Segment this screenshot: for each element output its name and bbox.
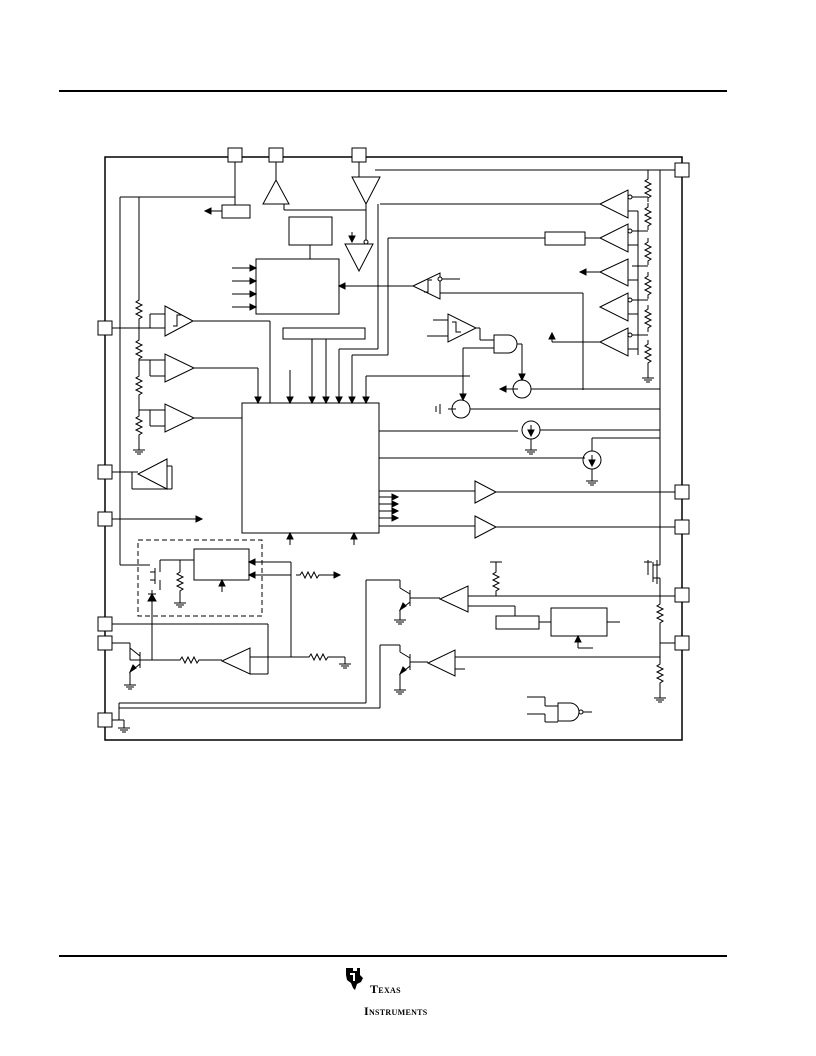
ti-logo: Texas Instruments xyxy=(344,966,444,1017)
chip-outline xyxy=(104,156,683,741)
right-delay-block xyxy=(544,231,586,246)
opamp-bottom-left xyxy=(220,647,251,675)
pin-left-2 xyxy=(97,464,113,480)
and-gate xyxy=(493,334,518,354)
ti-wordmark: Texas Instruments xyxy=(364,973,428,1028)
pin-left-4 xyxy=(97,616,113,632)
regulator-block xyxy=(193,548,250,581)
thin-block xyxy=(282,327,366,340)
comparator-right-5 xyxy=(598,327,629,357)
pin-right-2 xyxy=(674,484,690,500)
top-small-block xyxy=(221,204,251,219)
pin-left-3 xyxy=(97,511,113,527)
pin-right-3 xyxy=(674,519,690,535)
ti-wordmark-line2: Instruments xyxy=(364,1004,428,1018)
mid-amp-down xyxy=(344,243,374,273)
comparator-right-2 xyxy=(598,223,629,253)
comparator-right-1 xyxy=(598,189,629,219)
comparator-left-2 xyxy=(164,403,196,433)
pin-right-5 xyxy=(674,635,690,651)
comparator-right-4 xyxy=(598,292,629,322)
ti-wordmark-line1: Texas xyxy=(370,982,401,996)
schmitt-left xyxy=(164,305,195,337)
pin-top-2 xyxy=(268,147,284,163)
comparator-right-3 xyxy=(598,258,629,287)
schmitt-and-input xyxy=(447,313,478,343)
main-logic-block xyxy=(241,402,380,534)
regulator-group xyxy=(137,539,263,617)
header-rule xyxy=(59,90,727,92)
pin-left-1 xyxy=(97,320,113,336)
pin-left-5 xyxy=(97,635,113,651)
top-amp-up xyxy=(262,178,290,205)
ti-state-icon xyxy=(346,968,363,990)
out-buffer-2 xyxy=(474,515,498,539)
comparator-left-1 xyxy=(164,353,196,383)
out-buffer-1 xyxy=(474,480,498,504)
pin-right-4 xyxy=(674,587,690,603)
buffer-left xyxy=(136,458,168,490)
schmitt-mid xyxy=(411,272,441,300)
right-bottom-block-1 xyxy=(495,615,540,630)
right-bottom-block-2 xyxy=(550,607,608,637)
pin-top-1 xyxy=(227,147,243,163)
footer-rule xyxy=(59,955,727,957)
control-block xyxy=(255,258,340,315)
opamp-right-1 xyxy=(438,585,469,613)
upper-block xyxy=(288,216,333,246)
pin-top-3 xyxy=(351,147,367,163)
opamp-right-2 xyxy=(426,649,456,677)
nand-gate xyxy=(557,702,580,722)
pin-left-6 xyxy=(97,712,113,728)
top-amp-down xyxy=(351,176,381,206)
pin-right-1 xyxy=(674,162,690,178)
